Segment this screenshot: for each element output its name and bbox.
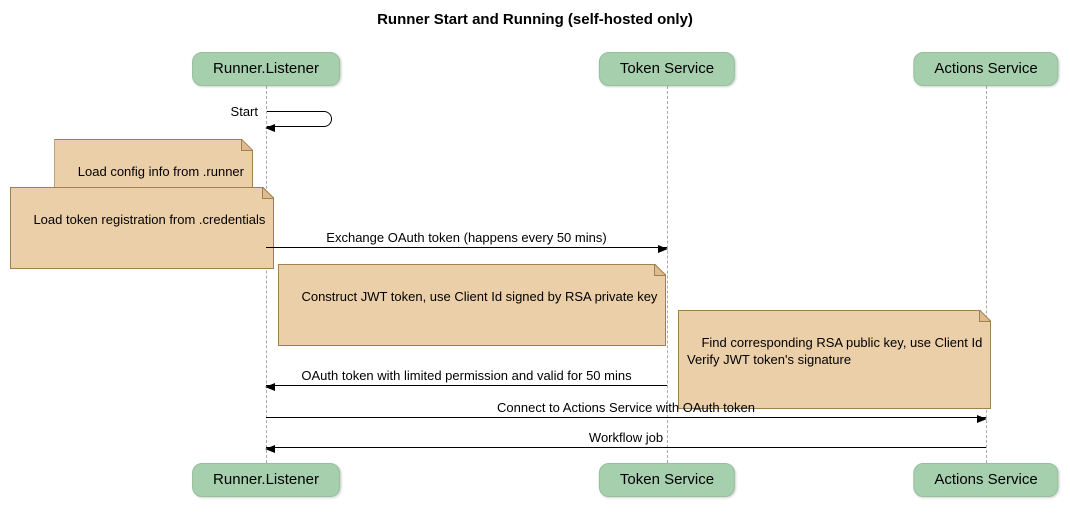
note-text: Construct JWT token, use Client Id signe… [301,289,658,304]
note-text: Find corresponding RSA public key, use C… [687,335,983,367]
message-label: Exchange OAuth token (happens every 50 m… [326,230,607,245]
note-fold-icon [654,264,666,276]
participant-runner-listener-bottom: Runner.Listener [192,463,340,497]
message-line [266,247,667,248]
participant-runner-listener-top: Runner.Listener [192,52,340,86]
arrowhead-left-icon [265,444,275,453]
lifeline-actions-service [986,86,987,463]
arrowhead-left-icon [265,382,275,391]
participant-actions-service-bottom: Actions Service [913,463,1059,497]
message-workflow-job: Workflow job [265,429,986,453]
message-line [266,385,667,386]
note-text: Load token registration from .credential… [33,212,266,227]
participant-token-service-top: Token Service [598,52,736,86]
message-line [266,447,986,448]
arrowhead-right-icon [658,244,668,253]
note-text: Load config info from .runner [77,164,244,179]
self-message-arrow [265,111,332,132]
participant-actions-service-top: Actions Service [913,52,1059,86]
note-verify-jwt: Find corresponding RSA public key, use C… [678,310,991,409]
note-load-token-registration: Load token registration from .credential… [10,187,274,269]
note-fold-icon [262,187,274,199]
message-label: Connect to Actions Service with OAuth to… [497,400,755,415]
note-construct-jwt: Construct JWT token, use Client Id signe… [278,264,666,346]
note-fold-icon [241,139,253,151]
lifeline-runner-listener [266,86,267,463]
message-label: OAuth token with limited permission and … [301,368,632,383]
diagram-title: Runner Start and Running (self-hosted on… [377,11,693,28]
arrowhead-right-icon [977,414,987,423]
self-message-label: Start [230,104,258,119]
note-fold-icon [979,310,991,322]
arrowhead-left-icon [265,123,275,132]
participant-token-service-bottom: Token Service [598,463,736,497]
message-oauth-token-reply: OAuth token with limited permission and … [265,367,667,391]
message-connect-actions-service: Connect to Actions Service with OAuth to… [266,399,987,423]
message-exchange-oauth-token: Exchange OAuth token (happens every 50 m… [266,229,668,253]
lifeline-token-service [667,86,668,463]
message-line [266,417,986,418]
message-label: Workflow job [588,430,664,445]
